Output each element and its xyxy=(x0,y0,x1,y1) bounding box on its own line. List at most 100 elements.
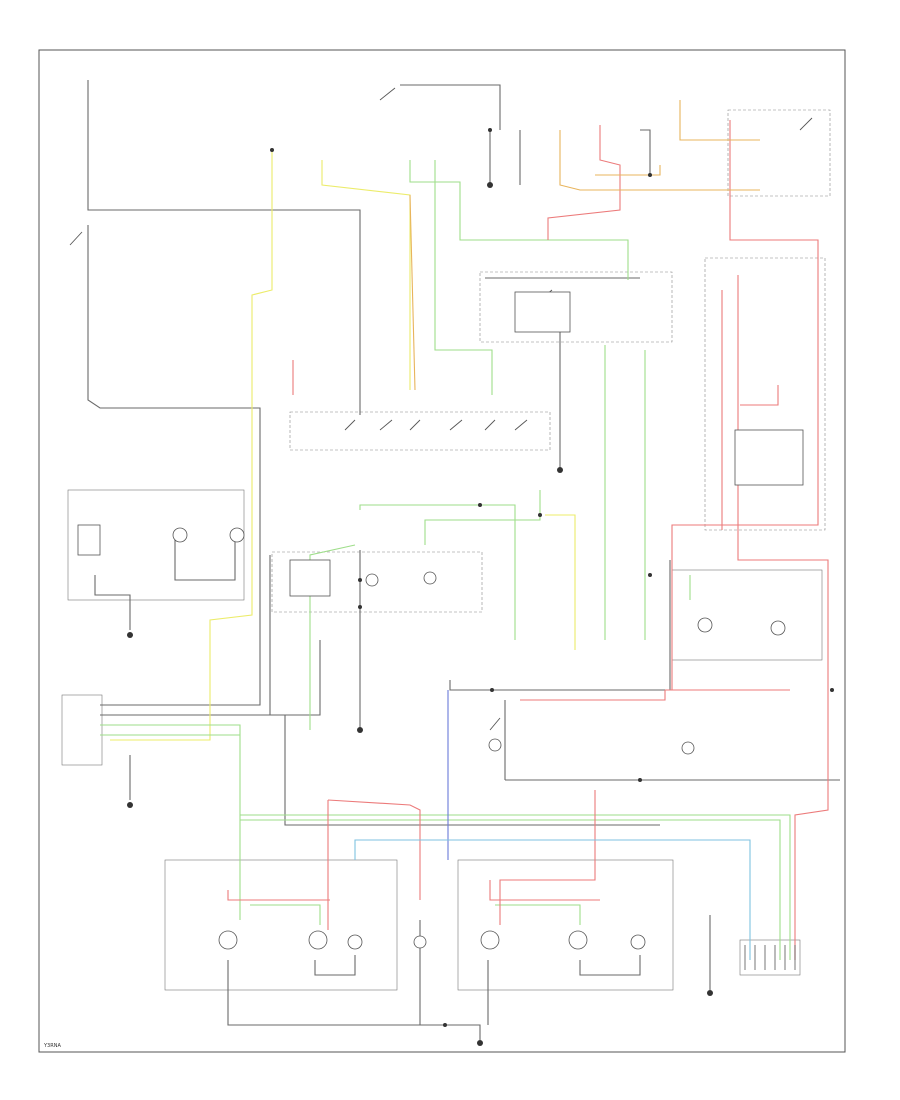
bulb-front-left-1 xyxy=(172,527,188,543)
switch-brake xyxy=(379,87,396,101)
relay-box-right xyxy=(734,429,804,486)
bulb-rear-right-1 xyxy=(480,930,500,950)
bulb-license-left xyxy=(413,935,427,949)
wire-green-3 xyxy=(359,504,516,640)
bulb-side-right xyxy=(681,741,695,755)
switch-relay-left xyxy=(69,231,83,246)
wire-yellow-3 xyxy=(545,514,576,650)
switch-hazard-4 xyxy=(449,419,463,431)
switch-hazard-1 xyxy=(344,419,356,431)
splice-6 xyxy=(490,688,494,692)
wire-green-9 xyxy=(240,814,791,960)
bulb-front-right-1 xyxy=(697,617,713,633)
wire-black-24 xyxy=(640,129,651,175)
hazard-switch-box xyxy=(289,411,551,451)
wire-red-3 xyxy=(737,275,829,960)
diagram-reference-code: Y3RNA xyxy=(43,1043,61,1049)
wire-black-23 xyxy=(174,540,236,581)
wire-black-1 xyxy=(87,80,361,415)
flasher-unit xyxy=(77,524,101,556)
wire-black-8 xyxy=(269,555,321,716)
turn-signal-relay-box xyxy=(704,257,826,531)
splice-3 xyxy=(538,513,542,517)
wire-black-2 xyxy=(87,225,261,700)
wire-yellow-1 xyxy=(110,150,273,741)
ground-points xyxy=(127,182,713,1046)
splice-5 xyxy=(648,573,652,577)
diagram-frame xyxy=(38,49,846,1053)
wire-black-22 xyxy=(94,575,131,630)
wire-red-7 xyxy=(327,799,421,900)
switch-hazard-3 xyxy=(409,419,421,431)
wire-red-11 xyxy=(489,880,600,901)
wire-red-12 xyxy=(520,690,666,701)
ecu-connector-box xyxy=(61,694,103,766)
splice-12 xyxy=(358,605,362,609)
splice-11 xyxy=(358,578,362,582)
front-light-box xyxy=(671,569,823,661)
relay-box-combination xyxy=(514,291,571,333)
fuse-box-top-right xyxy=(727,109,831,197)
bulb-indicator-1 xyxy=(365,573,379,587)
turn-relay-unit xyxy=(289,559,331,597)
wire-black-18 xyxy=(314,955,356,976)
ground-5 xyxy=(127,802,133,808)
wire-green-4 xyxy=(424,490,541,545)
wire-orange-3 xyxy=(679,100,760,141)
bulb-front-right-2 xyxy=(770,620,786,636)
trailer-connector-pins xyxy=(744,945,796,970)
blue-wires xyxy=(354,690,751,960)
wire-green-1 xyxy=(409,160,629,280)
bulb-indicator-2 xyxy=(423,571,437,585)
ground-2 xyxy=(557,467,563,473)
bulb-rear-left-1 xyxy=(218,930,238,950)
ground-6 xyxy=(707,990,713,996)
splice-1 xyxy=(270,148,274,152)
switch-fuse-right xyxy=(799,117,813,131)
component-boundaries xyxy=(61,109,831,991)
splice-8 xyxy=(638,778,642,782)
wire-black-3 xyxy=(400,84,501,130)
splice-2 xyxy=(488,128,492,132)
left-flasher-box xyxy=(67,489,245,601)
ground-7 xyxy=(477,1040,483,1046)
bulb-rear-right-3 xyxy=(630,934,646,950)
wire-black-11 xyxy=(100,700,261,706)
bulb-rear-left-3 xyxy=(347,934,363,950)
wire-orange-1 xyxy=(559,130,760,191)
wire-red-9 xyxy=(227,890,330,901)
combination-switch-box xyxy=(479,271,673,343)
wire-green-12 xyxy=(250,904,321,925)
ground-3 xyxy=(127,632,133,638)
wire-lightblue-1 xyxy=(354,839,751,960)
switches xyxy=(69,87,813,731)
splice-points xyxy=(270,128,834,1027)
bulb-rear-left-2 xyxy=(308,930,328,950)
rear-left-light-box xyxy=(164,859,398,991)
splice-9 xyxy=(443,1023,447,1027)
switch-hazard-6 xyxy=(514,419,528,431)
wire-yellow-2 xyxy=(321,160,411,390)
bulb-front-left-2 xyxy=(229,527,245,543)
wire-red-10 xyxy=(499,790,596,925)
wire-red-1 xyxy=(547,125,621,240)
lamp-bulbs xyxy=(172,527,786,950)
yellow-wires xyxy=(110,150,576,741)
wire-black-12 xyxy=(100,714,660,826)
wire-orange-4 xyxy=(409,194,416,391)
bulb-lower-left xyxy=(488,738,502,752)
wire-green-7 xyxy=(100,724,241,920)
switch-lower-left xyxy=(489,717,501,731)
wire-black-15 xyxy=(227,960,481,1040)
ground-4 xyxy=(357,727,363,733)
brake-switch-box xyxy=(271,551,483,613)
trailer-connector-box xyxy=(739,939,801,976)
bulb-rear-right-2 xyxy=(568,930,588,950)
wire-red-4 xyxy=(740,385,779,406)
splice-4 xyxy=(478,503,482,507)
wire-green-13 xyxy=(495,904,581,925)
black-wires xyxy=(87,80,840,1040)
wire-green-2 xyxy=(434,160,493,395)
rear-right-light-box xyxy=(457,859,674,991)
